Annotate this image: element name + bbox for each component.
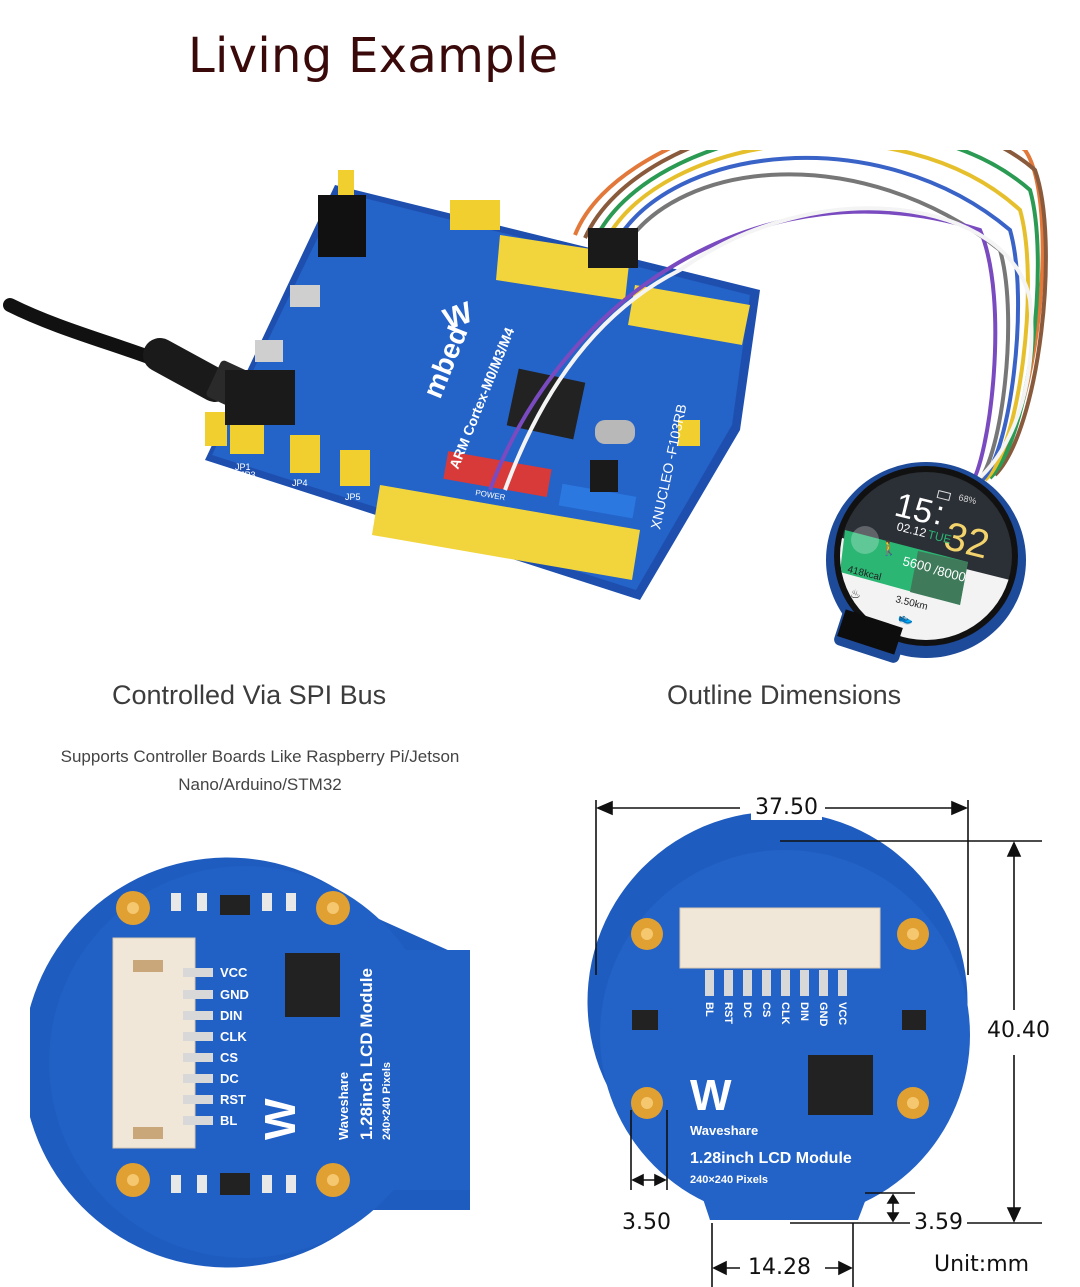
header-top-right [628,285,750,345]
battery-icon [936,490,952,501]
jumper-wires [488,150,1048,491]
clock-hours: 15 [891,486,937,532]
module-name: 1.28inch LCD Module [690,1150,852,1167]
pin-label: VCC [836,1002,848,1025]
page-title: Living Example [188,28,559,84]
dimension-lines [595,800,1042,1287]
living-example-photo: mbed ARM Cortex-M0/M3/M4 XNUCLEO -F103RB… [3,150,1048,663]
pin-label: CS [760,1002,772,1017]
jp1-label: JP1 [235,462,251,472]
pin-label: CLK [779,1002,791,1025]
regulator [590,460,618,492]
hole-offset-dimension: 3.50 [618,1210,675,1235]
pin-connector [112,937,196,1149]
battery-level: 68% [958,492,978,506]
unit-label: Unit:mm [930,1252,1034,1277]
spi-section-title: Controlled Via SPI Bus [112,680,387,710]
pin-label: RST [220,1092,246,1107]
waveshare-logo-icon: W [690,1071,732,1120]
width-dimension: 37.50 [751,795,822,820]
steps-count: 5600 [901,553,933,575]
height-dimension: 40.40 [983,1018,1054,1043]
module-resolution: 240×240 Pixels [381,1062,393,1140]
module-resolution: 240×240 Pixels [690,1174,768,1186]
pin-label: DIN [220,1008,242,1023]
spi-subtitle-line1: Supports Controller Boards Like Raspberr… [60,747,460,766]
spi-module-board: VCC GND DIN CLK CS DC RST BL W Waveshare… [30,857,470,1268]
wire-connector [588,228,638,268]
module-brand: Waveshare [690,1123,758,1138]
tab-width-dimension: 14.28 [744,1255,815,1280]
pin-connector [679,907,881,969]
walking-icon: 🚶 [880,540,897,557]
module-name: 1.28inch LCD Module [357,968,376,1140]
flame-icon: ♨ [850,587,861,601]
swd-header [318,195,366,257]
pin-label: GND [220,987,249,1002]
shoe-icon: 👟 [898,611,913,625]
round-display: 68% 15 : 32 02.12 TUE 5600 /8000 🚶 418kc… [826,462,1026,663]
pin-label: DIN [798,1002,810,1021]
module-brand: Waveshare [336,1072,351,1140]
driver-ic [808,1055,873,1115]
waveshare-logo-icon: W [256,1098,305,1140]
pin-label: BL [703,1002,715,1017]
pin-label: BL [220,1113,237,1128]
pin-label: DC [741,1002,753,1018]
clock-minutes: 32 [940,514,994,567]
ain-header [558,483,637,519]
usb-port [290,285,320,307]
dimensions-section-title: Outline Dimensions [667,680,902,710]
jp4-label: JP4 [292,478,308,488]
driver-ic [285,953,340,1017]
pin-label: DC [220,1071,239,1086]
dimension-drawing: BL RST DC CS CLK DIN GND VCC W Waveshare… [587,800,1042,1287]
crystal [595,420,635,444]
fpc-cable [837,609,903,655]
header-bottom [372,485,640,580]
uart-port [255,340,283,362]
pin-label: VCC [220,965,248,980]
pin-label: GND [817,1002,829,1027]
host-board: mbed ARM Cortex-M0/M3/M4 XNUCLEO -F103RB… [205,170,760,600]
spi-subtitle-line2: Nano/Arduino/STM32 [178,775,342,794]
dc-jack [225,370,295,425]
weekday-text: TUE [926,527,953,546]
pin-label: RST [722,1002,734,1024]
dimension-module-board: BL RST DC CS CLK DIN GND VCC W Waveshare… [587,811,970,1220]
pin-label: CS [220,1050,238,1065]
tab-height-dimension: 3.59 [910,1210,967,1235]
pin-label: CLK [220,1029,247,1044]
power-cable [3,298,254,410]
jp5-label: JP5 [345,492,361,502]
jp3-label: JP3 [240,470,256,480]
